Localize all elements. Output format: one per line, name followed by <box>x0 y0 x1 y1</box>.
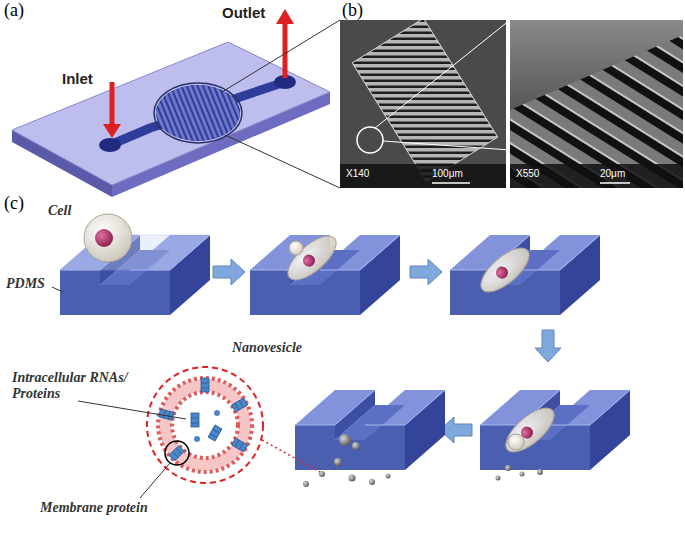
zoom-line <box>375 20 510 128</box>
sem-image <box>340 18 506 188</box>
magnification-label: X550 <box>516 168 539 180</box>
chip-illustration <box>12 9 340 197</box>
part-label: Cell <box>48 203 71 219</box>
port-label: Outlet <box>222 4 265 21</box>
zoom-line <box>383 141 510 150</box>
panel-letter: (a) <box>4 0 24 21</box>
part-label: Membrane protein <box>40 500 148 516</box>
sem-image <box>510 20 683 188</box>
part-label: PDMS <box>6 276 45 292</box>
panel-letter: (b) <box>342 0 363 21</box>
nanovesicle-illustration <box>78 367 263 498</box>
port-label: Inlet <box>62 70 93 87</box>
part-label: Nanovesicle <box>232 340 302 356</box>
panel-letter: (c) <box>4 193 24 214</box>
process-illustration <box>52 214 630 487</box>
part-label: Intracellular RNAs/ Proteins <box>12 370 152 402</box>
scale-label: 20μm <box>600 168 625 180</box>
scale-label: 100μm <box>432 168 463 180</box>
magnification-label: X140 <box>346 168 369 180</box>
